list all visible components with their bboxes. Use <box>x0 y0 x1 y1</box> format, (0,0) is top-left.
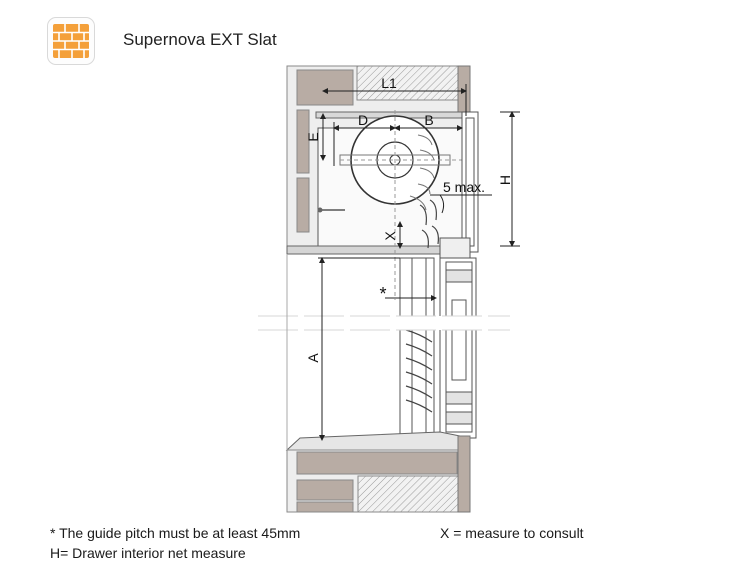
lower-wall <box>285 431 471 513</box>
roller-drum <box>339 110 470 300</box>
shutter-slats <box>405 199 439 413</box>
dimension-label-d: D <box>358 112 368 128</box>
dimension-label-five-max: 5 max. <box>443 179 485 195</box>
break-line <box>258 315 510 331</box>
dimension-lines <box>318 84 520 441</box>
note-h-definition: H= Drawer interior net measure <box>50 545 246 561</box>
dimension-label-x: X <box>382 231 398 241</box>
dimension-label-h: H <box>497 175 513 185</box>
page-title: Supernova EXT Slat <box>123 30 277 49</box>
dimension-label-a: A <box>305 353 321 363</box>
note-x-definition: X = measure to consult <box>440 525 584 541</box>
note-guide-pitch: * The guide pitch must be at least 45mm <box>50 525 301 541</box>
window-frame <box>399 111 479 439</box>
dimension-label-asterisk: * <box>379 284 386 304</box>
dimension-label-b: B <box>424 112 433 128</box>
dimension-label-l1: L1 <box>381 75 397 91</box>
dimension-label-e: E <box>305 132 321 141</box>
brick-wall-icon <box>47 17 95 65</box>
